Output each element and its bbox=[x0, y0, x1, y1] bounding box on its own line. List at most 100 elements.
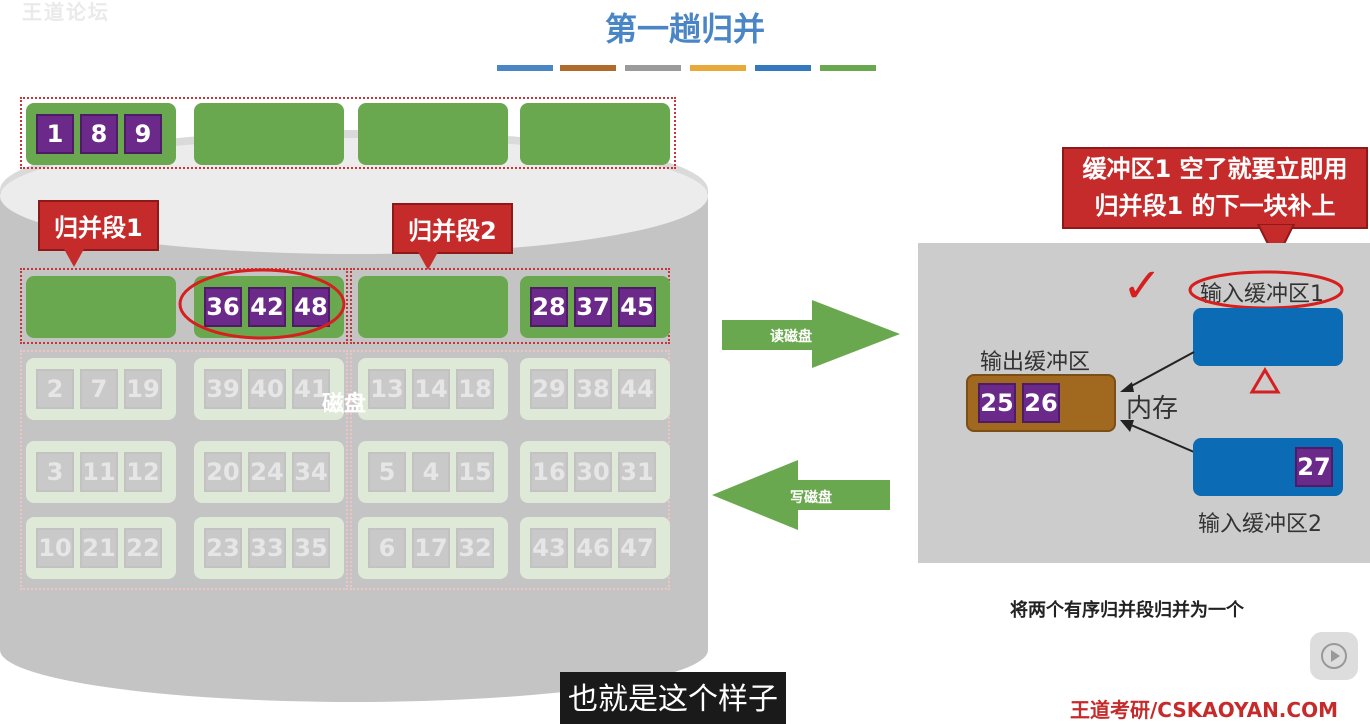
segment-1-faded-box bbox=[20, 350, 348, 590]
output-buffer-label: 输出缓冲区 bbox=[980, 350, 1091, 375]
read-disk-arrow bbox=[722, 300, 900, 368]
callout-line-1: 缓冲区1 空了就要立即用 bbox=[1082, 155, 1348, 183]
active-row-cell: 37 bbox=[574, 287, 612, 327]
input-buffer-1-label-circle bbox=[1188, 270, 1344, 310]
faded-row-1-cell: 19 bbox=[124, 369, 162, 409]
write-disk-arrow bbox=[712, 460, 890, 530]
input-buffer-2-cell: 27 bbox=[1295, 447, 1333, 487]
faded-row-2-cell: 15 bbox=[456, 452, 494, 492]
write-disk-label: 写磁盘 bbox=[790, 490, 832, 506]
top-row-cell: 1 bbox=[36, 114, 74, 154]
active-row-block-3 bbox=[358, 276, 508, 338]
faded-row-2-cell: 3 bbox=[36, 452, 74, 492]
segment-1-active-box bbox=[20, 268, 348, 344]
faded-row-2-cell: 20 bbox=[204, 452, 242, 492]
color-bar-5 bbox=[755, 65, 811, 71]
input-buffer-2: 27 bbox=[1193, 438, 1343, 496]
segment-tag-1: 归并段1 bbox=[38, 200, 159, 267]
faded-row-3-cell: 17 bbox=[412, 528, 450, 568]
memory-label: 内存 bbox=[1126, 394, 1179, 424]
faded-row-3-cell: 22 bbox=[124, 528, 162, 568]
faded-row-1-cell: 2 bbox=[36, 369, 74, 409]
callout-line-2: 归并段1 的下一块补上 bbox=[1094, 192, 1336, 220]
faded-row-2-cell: 31 bbox=[618, 452, 656, 492]
read-disk-label: 读磁盘 bbox=[770, 329, 812, 345]
active-row-block-1 bbox=[26, 276, 176, 338]
check-mark-icon: ✓ bbox=[1122, 258, 1163, 314]
faded-row-1-cell: 38 bbox=[574, 369, 612, 409]
disk-label: 磁盘 bbox=[322, 392, 367, 417]
faded-row-3-cell: 47 bbox=[618, 528, 656, 568]
faded-row-3-cell: 33 bbox=[248, 528, 286, 568]
color-bar-6 bbox=[820, 65, 876, 71]
footer-brand: 王道考研/CSKAOYAN.COM bbox=[1070, 698, 1338, 722]
faded-row-1-cell: 18 bbox=[456, 369, 494, 409]
faded-row-3-cell: 43 bbox=[530, 528, 568, 568]
color-bar-1 bbox=[497, 65, 553, 71]
video-subtitle: 也就是这个样子 bbox=[560, 672, 786, 724]
faded-row-3-cell: 23 bbox=[204, 528, 242, 568]
highlight-circle bbox=[178, 268, 346, 340]
faded-row-2-cell: 12 bbox=[124, 452, 162, 492]
top-row-box bbox=[20, 97, 676, 169]
color-bar-4 bbox=[690, 65, 746, 71]
active-row-cell: 28 bbox=[530, 287, 568, 327]
faded-row-2-cell: 24 bbox=[248, 452, 286, 492]
faded-row-1-cell: 7 bbox=[80, 369, 118, 409]
top-row-block-3 bbox=[358, 103, 508, 165]
color-bar-2 bbox=[560, 65, 616, 71]
faded-row-1-cell: 29 bbox=[530, 369, 568, 409]
faded-row-1-cell: 39 bbox=[204, 369, 242, 409]
faded-row-1-cell: 40 bbox=[248, 369, 286, 409]
faded-row-2-cell: 30 bbox=[574, 452, 612, 492]
top-row-block-4 bbox=[520, 103, 670, 165]
input-buffer-1 bbox=[1193, 308, 1343, 366]
output-buffer-cell: 26 bbox=[1022, 383, 1060, 423]
faded-row-2-cell: 5 bbox=[368, 452, 406, 492]
play-icon[interactable] bbox=[1310, 632, 1358, 680]
top-row-cell: 9 bbox=[124, 114, 162, 154]
faded-row-2-cell: 4 bbox=[412, 452, 450, 492]
input-buffer-2-label: 输入缓冲区2 bbox=[1198, 512, 1322, 537]
warning-triangle-icon bbox=[1249, 367, 1281, 394]
faded-row-1-cell: 13 bbox=[368, 369, 406, 409]
top-row-block-2 bbox=[194, 103, 344, 165]
faded-row-2-cell: 16 bbox=[530, 452, 568, 492]
faded-row-2-cell: 34 bbox=[292, 452, 330, 492]
callout-box: 缓冲区1 空了就要立即用 归并段1 的下一块补上 bbox=[1062, 147, 1368, 229]
top-row-cell: 8 bbox=[80, 114, 118, 154]
faded-row-3-cell: 35 bbox=[292, 528, 330, 568]
active-row-cell: 45 bbox=[618, 287, 656, 327]
output-buffer-cell: 25 bbox=[978, 383, 1016, 423]
active-row-cell: 48 bbox=[292, 287, 330, 327]
buffer-arrows bbox=[1120, 351, 1195, 453]
faded-row-3-cell: 21 bbox=[80, 528, 118, 568]
segment-tag-2: 归并段2 bbox=[392, 203, 513, 270]
faded-row-3-cell: 10 bbox=[36, 528, 74, 568]
callout-pointer bbox=[1256, 224, 1296, 263]
faded-row-1-cell: 44 bbox=[618, 369, 656, 409]
faded-row-1-cell: 41 bbox=[292, 369, 330, 409]
active-row-cell: 42 bbox=[248, 287, 286, 327]
faded-row-3-cell: 6 bbox=[368, 528, 406, 568]
color-bar-3 bbox=[625, 65, 681, 71]
slide-title: 第一趟归并 bbox=[604, 10, 765, 48]
disk-bottom bbox=[0, 598, 708, 702]
faded-row-2-cell: 11 bbox=[80, 452, 118, 492]
faded-row-3-cell: 32 bbox=[456, 528, 494, 568]
watermark: 王道论坛 bbox=[22, 0, 110, 24]
